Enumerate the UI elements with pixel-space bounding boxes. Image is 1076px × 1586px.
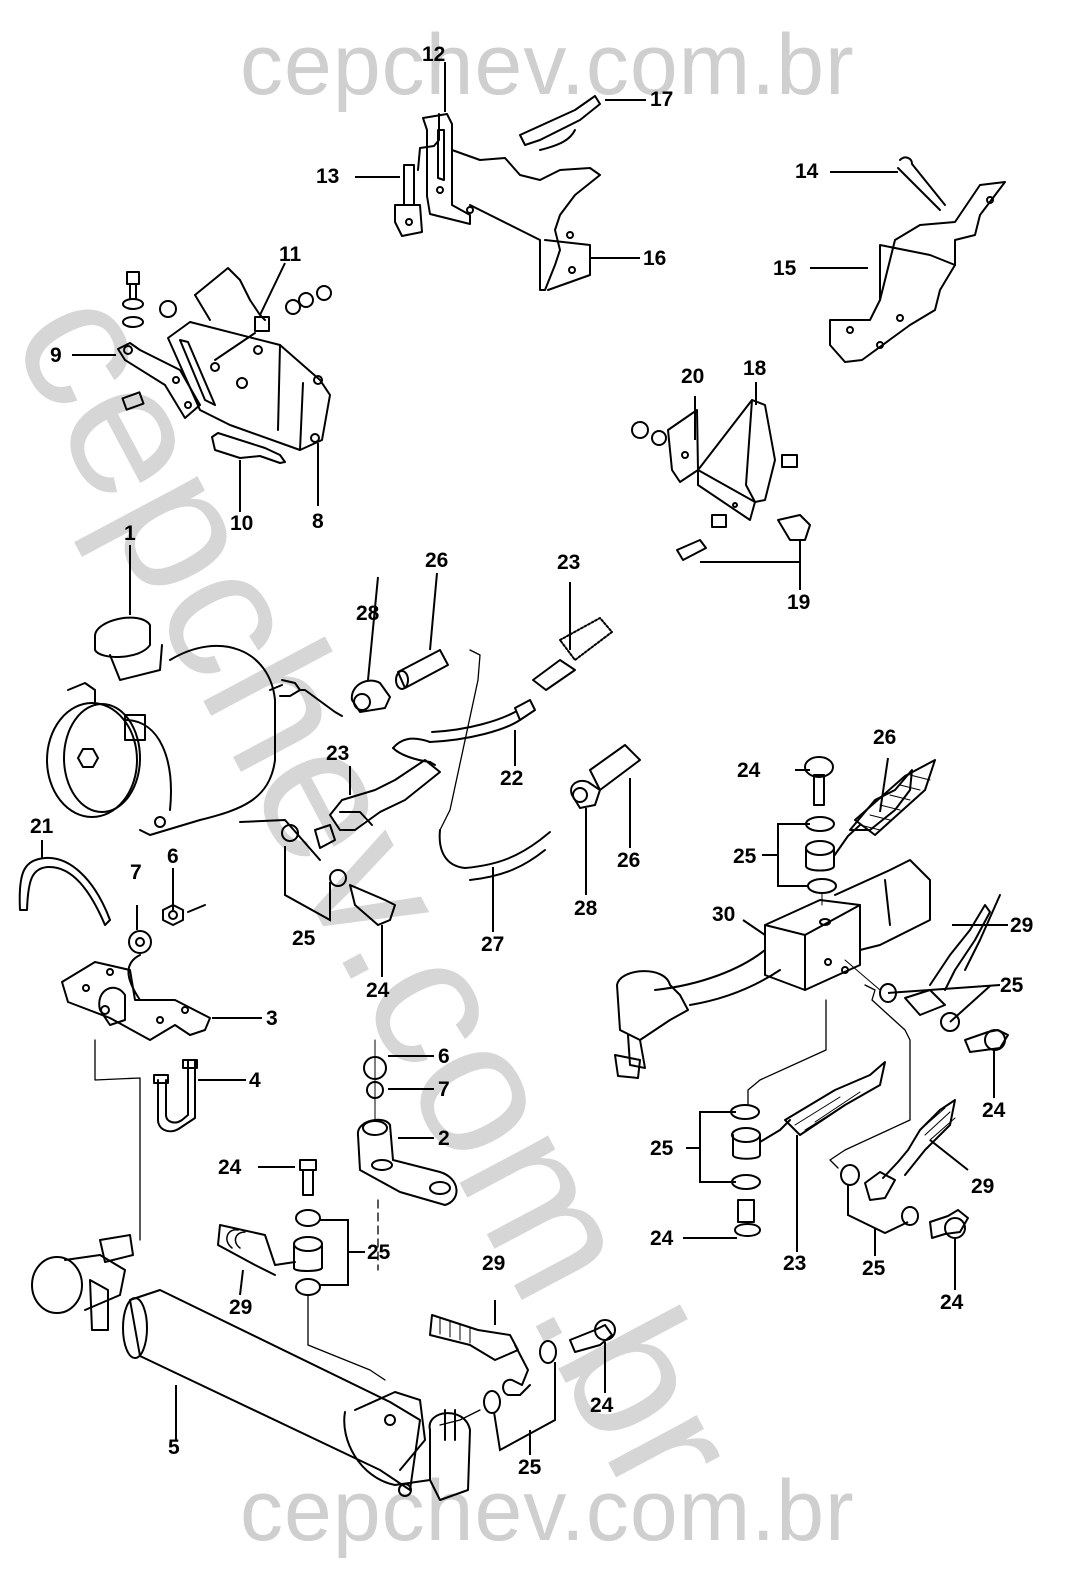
bolts-19 xyxy=(676,514,811,561)
bracket-15 xyxy=(829,156,1006,363)
banjo-fitting-valve-lower-right xyxy=(829,984,969,1239)
callout-16: 16 xyxy=(643,247,667,270)
pump-return-leader xyxy=(239,819,321,861)
clamp-28-top xyxy=(350,679,391,713)
callout-25-valve-right: 25 xyxy=(1000,974,1024,997)
bracket-8 xyxy=(167,321,331,451)
bracket-20 xyxy=(631,409,798,528)
callout-4: 4 xyxy=(249,1069,261,1092)
callout-25-pump: 25 xyxy=(292,927,316,950)
callout-11: 11 xyxy=(279,243,302,266)
pitman-arm-2 xyxy=(357,1039,458,1271)
washers-25-pump xyxy=(281,824,396,926)
hose-21 xyxy=(18,856,111,926)
banjo-fitting-valve-right xyxy=(844,894,1009,1053)
callout-26-top: 26 xyxy=(425,549,449,572)
callout-24-pump: 24 xyxy=(366,979,390,1002)
nut-washer-6-7-top xyxy=(128,904,206,954)
pump-1 xyxy=(46,616,301,836)
callout-14: 14 xyxy=(795,160,819,183)
callout-18: 18 xyxy=(743,357,767,380)
bracket-18 xyxy=(697,399,776,521)
callout-12: 12 xyxy=(422,43,446,66)
hose-27 xyxy=(438,829,551,881)
tube-22 xyxy=(392,699,536,766)
callout-24-valve-lower-left: 24 xyxy=(650,1227,674,1250)
callout-13: 13 xyxy=(316,165,340,188)
callout-3: 3 xyxy=(266,1007,278,1030)
watermark-top: cepchev.com.br xyxy=(240,17,855,113)
callout-24-valve-right: 24 xyxy=(982,1099,1006,1122)
hose-26-mid xyxy=(589,744,641,791)
u-pipe-4 xyxy=(153,1059,198,1133)
watermark-bottom: cepchev.com.br xyxy=(240,1463,855,1559)
callout-28-top: 28 xyxy=(356,602,380,625)
callout-5: 5 xyxy=(168,1436,180,1459)
pump-outlet-leader xyxy=(299,689,343,717)
callout-9: 9 xyxy=(50,344,62,367)
bracket-10 xyxy=(211,432,286,464)
callout-15: 15 xyxy=(773,257,797,280)
callout-29-lower-left: 29 xyxy=(229,1296,253,1319)
leader-line-3-5 xyxy=(94,1039,141,1241)
hose-26-top xyxy=(395,649,449,690)
callout-6-upper: 6 xyxy=(167,845,179,868)
control-valve-30 xyxy=(614,859,931,1079)
callout-23-top: 23 xyxy=(557,551,581,574)
callout-24-valve-lower-right: 24 xyxy=(940,1291,964,1314)
bracket-9 xyxy=(117,342,201,419)
banjo-fitting-valve-lower-left xyxy=(730,999,886,1237)
callout-25-valve-lower-left: 25 xyxy=(650,1137,674,1160)
bracket-3 xyxy=(61,954,211,1041)
callout-2: 2 xyxy=(438,1127,450,1150)
banjo-fitting-bottom-center xyxy=(429,1314,616,1414)
callout-28-mid: 28 xyxy=(574,897,598,920)
bolt-13 xyxy=(394,164,423,237)
clamp-28-mid xyxy=(570,779,601,809)
callout-25-bottom-center: 25 xyxy=(518,1456,542,1479)
callout-25-lower-left: 25 xyxy=(367,1241,391,1264)
callout-8: 8 xyxy=(312,510,324,533)
callout-21: 21 xyxy=(30,815,54,838)
callout-6-lower: 6 xyxy=(438,1045,450,1068)
leader-banjo-center xyxy=(439,1409,481,1426)
callout-24-bottom-center: 24 xyxy=(590,1394,614,1417)
callout-30: 30 xyxy=(712,903,736,926)
callout-25-valve-lower-right: 25 xyxy=(862,1257,886,1280)
callout-29-valve-right: 29 xyxy=(1010,914,1034,937)
callout-24-valve-top: 24 xyxy=(737,759,761,782)
leader-banjo-left xyxy=(307,1295,386,1381)
callout-10: 10 xyxy=(230,512,254,535)
callout-22: 22 xyxy=(500,767,524,790)
hose-26-leader xyxy=(439,649,481,831)
callout-29-valve-lower: 29 xyxy=(971,1175,995,1198)
hose-23-mid xyxy=(314,759,441,849)
callout-17: 17 xyxy=(650,88,674,111)
callout-26-valve: 26 xyxy=(873,726,897,749)
callout-23-pump: 23 xyxy=(326,742,350,765)
callout-29-bottom-center: 29 xyxy=(482,1252,506,1275)
callout-25-valve-top: 25 xyxy=(733,845,757,868)
cylinder-5 xyxy=(31,1234,471,1501)
callout-24-lower-left: 24 xyxy=(218,1156,242,1179)
callout-1: 1 xyxy=(124,522,136,545)
callout-27: 27 xyxy=(481,933,505,956)
callout-7-upper: 7 xyxy=(130,861,142,884)
hose-23-top xyxy=(532,617,613,691)
callout-26-mid: 26 xyxy=(617,849,641,872)
callout-20: 20 xyxy=(681,365,705,388)
banjo-fitting-lower-left xyxy=(217,1159,323,1296)
hose-26-valve xyxy=(854,759,936,836)
callout-23-valve: 23 xyxy=(783,1252,807,1275)
hardware-9-11 xyxy=(121,267,332,411)
banjo-fitting-valve-top xyxy=(804,756,913,906)
bracket-12-16-17 xyxy=(417,95,601,291)
callout-19: 19 xyxy=(787,591,811,614)
callout-7-lower: 7 xyxy=(438,1078,450,1101)
